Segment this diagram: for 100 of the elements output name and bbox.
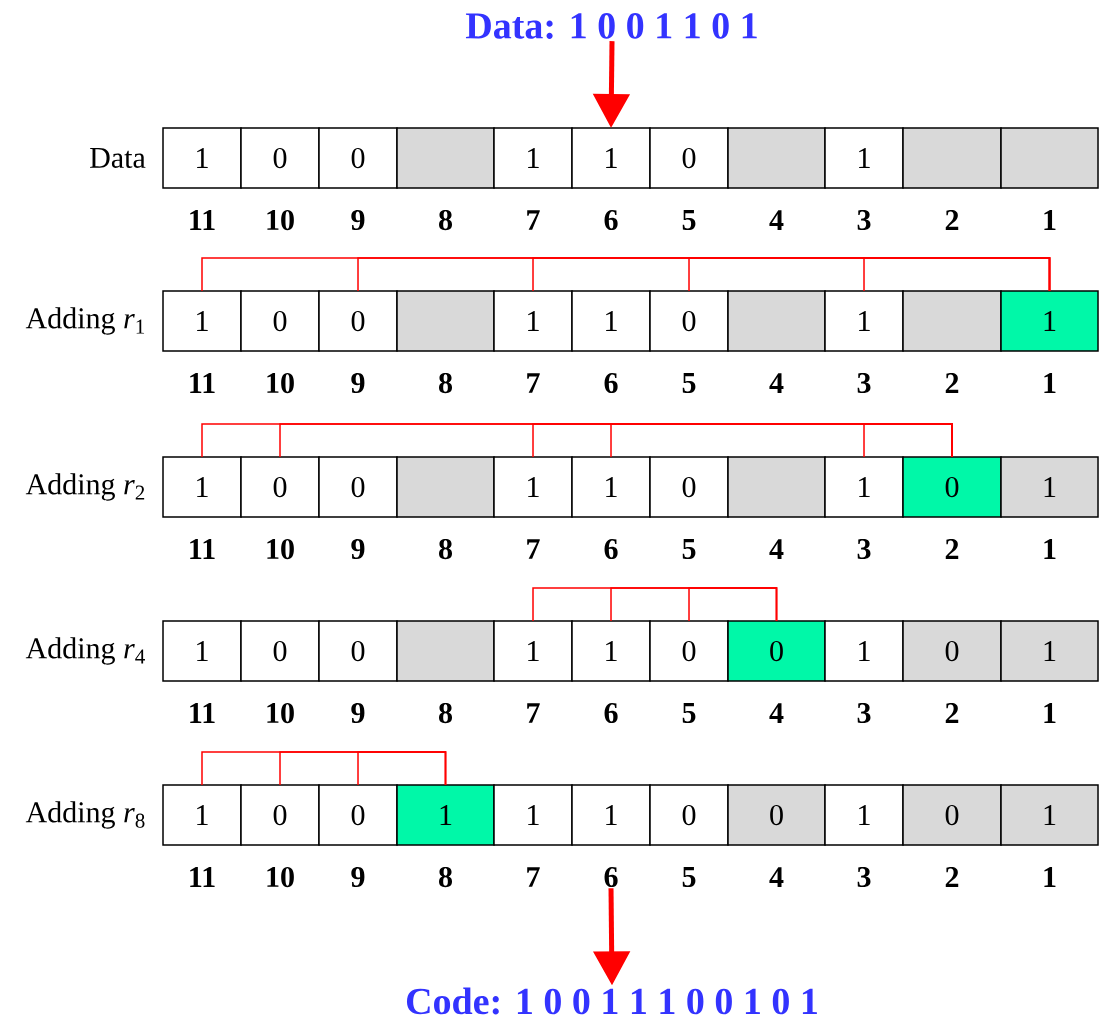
bit-cell: 1	[493, 456, 573, 518]
position-number: 2	[945, 703, 959, 723]
position-number: 3	[857, 372, 871, 394]
bit-cell: 1	[571, 456, 651, 518]
position-number: 7	[527, 867, 540, 887]
position-number: 4	[769, 210, 784, 230]
bit-cell: 0	[902, 784, 1002, 846]
parity-bracket	[688, 587, 778, 622]
bit-cell: 0	[649, 620, 729, 682]
position-number: 11	[190, 373, 215, 393]
position-number: 5	[682, 867, 696, 887]
bit-cell: 1	[1000, 290, 1099, 352]
bit-cell: 1	[571, 127, 651, 189]
bit-cell: 1	[493, 784, 573, 846]
position-number: 5	[682, 703, 696, 723]
position-number: 5	[682, 210, 696, 230]
position-number: 3	[857, 702, 871, 724]
position-number: 7	[527, 373, 540, 393]
bit-cell: 0	[727, 784, 826, 846]
bit-cell: 0	[727, 620, 826, 682]
bit-cell: 1	[162, 456, 242, 518]
position-number: 11	[190, 539, 215, 559]
position-number: 8	[439, 866, 452, 888]
position-number: 2	[945, 210, 959, 230]
position-number: 10	[267, 538, 294, 560]
parity-bracket	[357, 751, 447, 786]
position-number: 8	[439, 538, 452, 560]
position-number: 8	[439, 702, 452, 724]
bit-cell: 1	[493, 290, 573, 352]
position-number: 9	[351, 209, 365, 231]
position-number: 2	[945, 539, 959, 559]
position-number: 9	[351, 866, 365, 888]
data-heading: Data: 1 0 0 1 1 0 1	[465, 13, 757, 39]
position-number: 5	[682, 539, 696, 559]
position-number: 4	[769, 539, 784, 559]
position-number: 6	[604, 702, 618, 724]
bit-cell: 0	[240, 127, 320, 189]
bit-cell: 0	[318, 456, 398, 518]
position-number: 3	[857, 209, 871, 231]
bit-cell: 1	[1000, 456, 1099, 518]
position-number: 1	[1044, 867, 1056, 887]
bit-cell: 1	[824, 127, 904, 189]
position-number: 9	[351, 372, 365, 394]
bit-cell: 1	[571, 290, 651, 352]
bit-cell: 1	[824, 620, 904, 682]
position-number: 9	[351, 702, 365, 724]
position-number: 3	[857, 866, 871, 888]
position-number: 1	[1044, 210, 1056, 230]
position-number: 4	[769, 867, 784, 887]
position-number: 7	[527, 703, 540, 723]
bit-cell: 0	[902, 456, 1002, 518]
position-number: 4	[769, 703, 784, 723]
bit-cell: 0	[649, 784, 729, 846]
bit-cell: 1	[571, 620, 651, 682]
bit-cell: 0	[649, 456, 729, 518]
position-number: 9	[351, 538, 365, 560]
bit-cell: 1	[162, 127, 242, 189]
bit-cell: 0	[902, 620, 1002, 682]
bit-cell: 0	[240, 784, 320, 846]
bit-cell: 1	[493, 620, 573, 682]
position-number: 10	[267, 702, 294, 724]
bit-cell: 1	[824, 784, 904, 846]
bit-cell: 1	[162, 620, 242, 682]
position-number: 3	[857, 538, 871, 560]
bit-cell: 1	[396, 784, 495, 846]
bit-cell: 0	[318, 290, 398, 352]
position-number: 6	[604, 372, 618, 394]
position-number: 6	[604, 538, 618, 560]
bit-cell: 1	[824, 290, 904, 352]
position-number: 7	[527, 539, 540, 559]
bit-cell: 0	[240, 456, 320, 518]
position-number: 2	[945, 373, 959, 393]
position-number: 10	[267, 209, 294, 231]
parity-bracket	[863, 423, 953, 458]
position-number: 8	[439, 209, 452, 231]
position-number: 11	[190, 210, 215, 230]
position-number: 1	[1044, 373, 1056, 393]
position-number: 8	[439, 372, 452, 394]
position-number: 1	[1044, 539, 1056, 559]
position-number: 6	[604, 209, 618, 231]
bit-cell: 1	[162, 784, 242, 846]
bit-cell: 1	[824, 456, 904, 518]
position-number: 2	[945, 867, 959, 887]
bit-cell: 0	[318, 127, 398, 189]
bit-cell: 0	[240, 620, 320, 682]
position-number: 7	[527, 210, 540, 230]
bit-cell: 1	[162, 290, 242, 352]
bit-cell: 1	[571, 784, 651, 846]
position-number: 6	[604, 866, 618, 888]
position-number: 10	[267, 372, 294, 394]
position-number: 10	[267, 866, 294, 888]
position-number: 4	[769, 373, 784, 393]
bit-cell: 0	[649, 127, 729, 189]
bit-cell: 0	[240, 290, 320, 352]
bit-cell: 1	[1000, 620, 1099, 682]
position-number: 5	[682, 373, 696, 393]
parity-bracket	[863, 257, 1051, 292]
bit-cell: 0	[318, 620, 398, 682]
bit-cell: 0	[318, 784, 398, 846]
position-number: 11	[190, 703, 215, 723]
